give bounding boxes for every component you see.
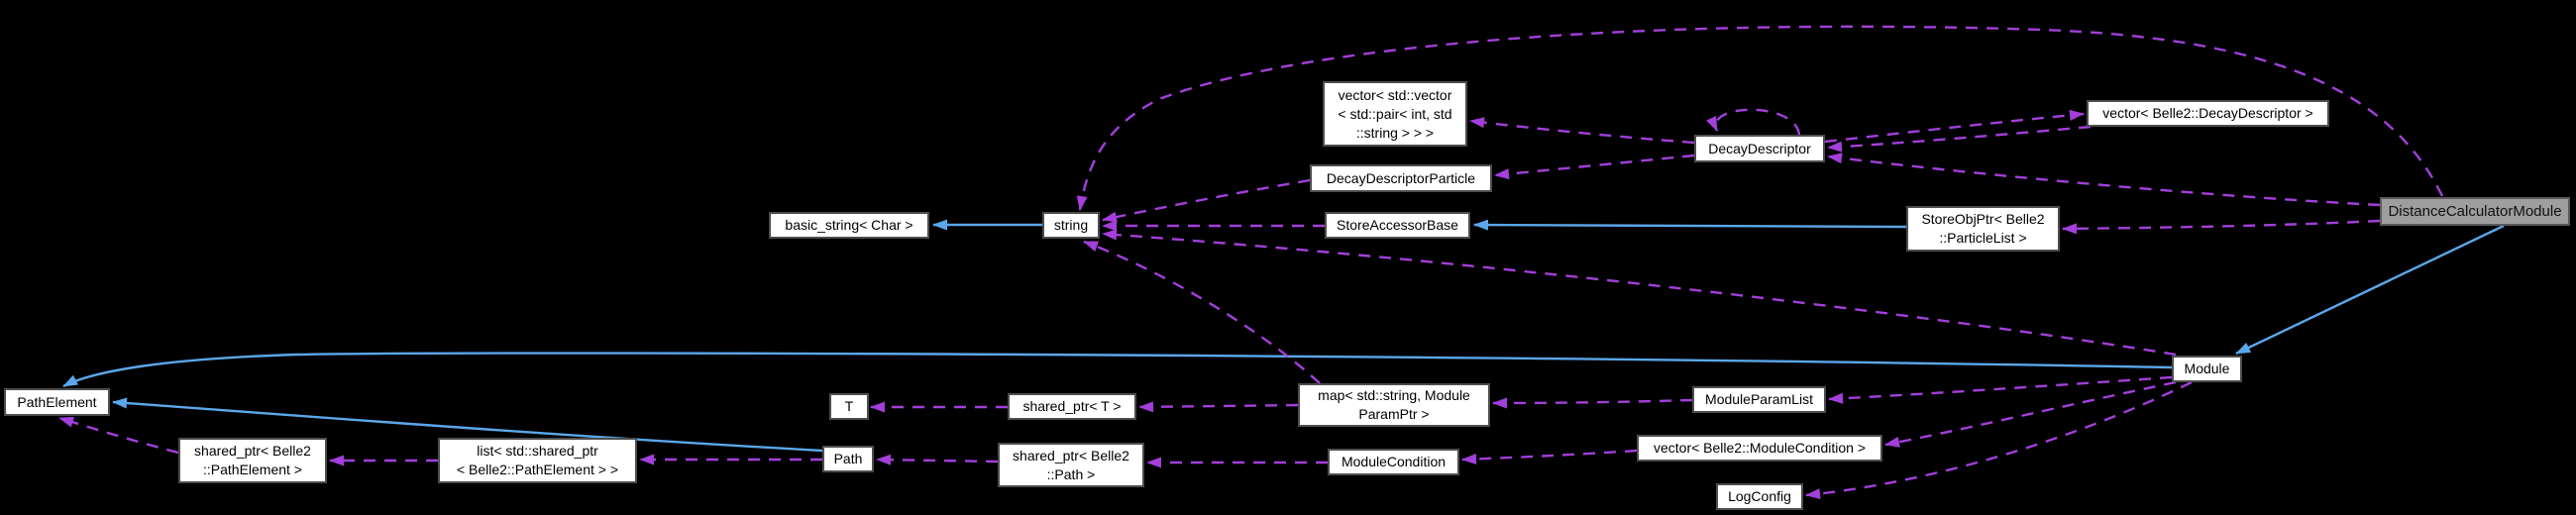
node-label: ModuleCondition bbox=[1341, 454, 1447, 469]
node-decay-descriptor[interactable]: DecayDescriptor bbox=[1694, 135, 1825, 162]
edge-path-path_element bbox=[112, 397, 823, 453]
edge-map_module_param-shared_ptr_t bbox=[1138, 401, 1299, 413]
node-label: string bbox=[1053, 217, 1089, 233]
node-shared-ptr-path-element[interactable]: shared_ptr< Belle2 ::PathElement > bbox=[178, 438, 327, 483]
edge-module-vec_module_condition bbox=[1884, 380, 2177, 448]
node-vec-module-condition[interactable]: vector< Belle2::ModuleCondition > bbox=[1637, 435, 1882, 462]
node-t[interactable]: T bbox=[829, 393, 869, 420]
edge-module-string bbox=[1102, 229, 2177, 357]
node-store-accessor-base[interactable]: StoreAccessorBase bbox=[1325, 212, 1470, 239]
node-label: StoreObjPtr< Belle2 ::ParticleList > bbox=[1921, 211, 2045, 246]
node-store-obj-ptr[interactable]: StoreObjPtr< Belle2 ::ParticleList > bbox=[1906, 206, 2060, 252]
node-module-param-list[interactable]: ModuleParamList bbox=[1692, 386, 1826, 413]
node-label: DecayDescriptor bbox=[1708, 140, 1811, 156]
edge-decay_descriptor_particle-string bbox=[1102, 178, 1311, 223]
node-label: DecayDescriptorParticle bbox=[1326, 169, 1476, 186]
node-list-shared-ptr-path-element[interactable]: list< std::shared_ptr < Belle2::PathElem… bbox=[438, 438, 637, 483]
node-path[interactable]: Path bbox=[822, 446, 874, 472]
node-label: list< std::shared_ptr < Belle2::PathElem… bbox=[456, 443, 619, 477]
node-label: StoreAccessorBase bbox=[1337, 217, 1458, 233]
edge-vec_module_condition-module_condition bbox=[1461, 449, 1638, 464]
node-path-element[interactable]: PathElement bbox=[4, 388, 110, 416]
edge-distance_calculator_module-module bbox=[2235, 224, 2505, 356]
edge-map_module_param-string bbox=[1083, 240, 1321, 384]
node-label: shared_ptr< Belle2 ::PathElement > bbox=[194, 443, 311, 477]
node-label: LogConfig bbox=[1728, 488, 1791, 504]
node-label: vector< Belle2::ModuleCondition > bbox=[1653, 440, 1867, 456]
edge-decay_descriptor-self-loop bbox=[1706, 108, 1801, 136]
edge-module-path_element bbox=[62, 352, 2173, 388]
node-label: map< std::string, Module ParamPtr > bbox=[1318, 387, 1470, 422]
edge-distance_calculator_module-store_obj_ptr bbox=[2062, 219, 2381, 235]
edge-distance_calculator_module-string bbox=[1076, 25, 2444, 211]
node-label: shared_ptr< Belle2 ::Path > bbox=[1013, 447, 1129, 482]
edge-shared_ptr_path-path bbox=[876, 454, 999, 465]
node-label: vector< Belle2::DecayDescriptor > bbox=[2102, 105, 2313, 121]
node-label: PathElement bbox=[17, 393, 97, 410]
node-label: T bbox=[844, 398, 854, 414]
edge-decay_descriptor-vec_vec_pair bbox=[1469, 117, 1695, 145]
node-label: Path bbox=[833, 451, 863, 466]
edge-decay_descriptor-decay_descriptor_particle bbox=[1494, 154, 1695, 180]
edge-module_param_list-map_module_param bbox=[1492, 397, 1693, 409]
edge-vec_decay_descriptor-decay_descriptor bbox=[1827, 125, 2092, 153]
node-label: basic_string< Char > bbox=[785, 217, 913, 233]
node-label: ModuleParamList bbox=[1705, 391, 1813, 407]
edge-store_obj_ptr-store_accessor_base bbox=[1473, 219, 1907, 231]
node-log-config[interactable]: LogConfig bbox=[1716, 483, 1803, 510]
edge-module-module_param_list bbox=[1828, 375, 2173, 404]
node-module-condition[interactable]: ModuleCondition bbox=[1328, 449, 1459, 475]
node-vec-decay-descriptor[interactable]: vector< Belle2::DecayDescriptor > bbox=[2087, 100, 2329, 127]
node-decay-descriptor-particle[interactable]: DecayDescriptorParticle bbox=[1310, 164, 1492, 192]
edge-shared_ptr_path_element-path_element bbox=[58, 416, 179, 455]
node-distance-calculator-module[interactable]: DistanceCalculatorModule bbox=[2380, 197, 2570, 226]
edge-decay_descriptor-vec_decay_descriptor bbox=[1824, 109, 2085, 144]
node-label: DistanceCalculatorModule bbox=[2388, 203, 2562, 220]
node-map-module-param[interactable]: map< std::string, Module ParamPtr > bbox=[1298, 383, 1490, 427]
node-shared-ptr-t[interactable]: shared_ptr< T > bbox=[1008, 393, 1136, 420]
node-basic-string[interactable]: basic_string< Char > bbox=[769, 212, 929, 239]
node-label: Module bbox=[2184, 360, 2230, 376]
node-shared-ptr-path[interactable]: shared_ptr< Belle2 ::Path > bbox=[998, 443, 1144, 487]
node-vec-vec-pair[interactable]: vector< std::vector < std::pair< int, st… bbox=[1323, 81, 1467, 147]
node-label: shared_ptr< T > bbox=[1022, 398, 1122, 414]
node-module[interactable]: Module bbox=[2172, 356, 2242, 382]
edge-distance_calculator_module-decay_descriptor bbox=[1827, 153, 2381, 207]
node-label: vector< std::vector < std::pair< int, st… bbox=[1338, 86, 1452, 141]
node-string[interactable]: string bbox=[1042, 212, 1100, 239]
